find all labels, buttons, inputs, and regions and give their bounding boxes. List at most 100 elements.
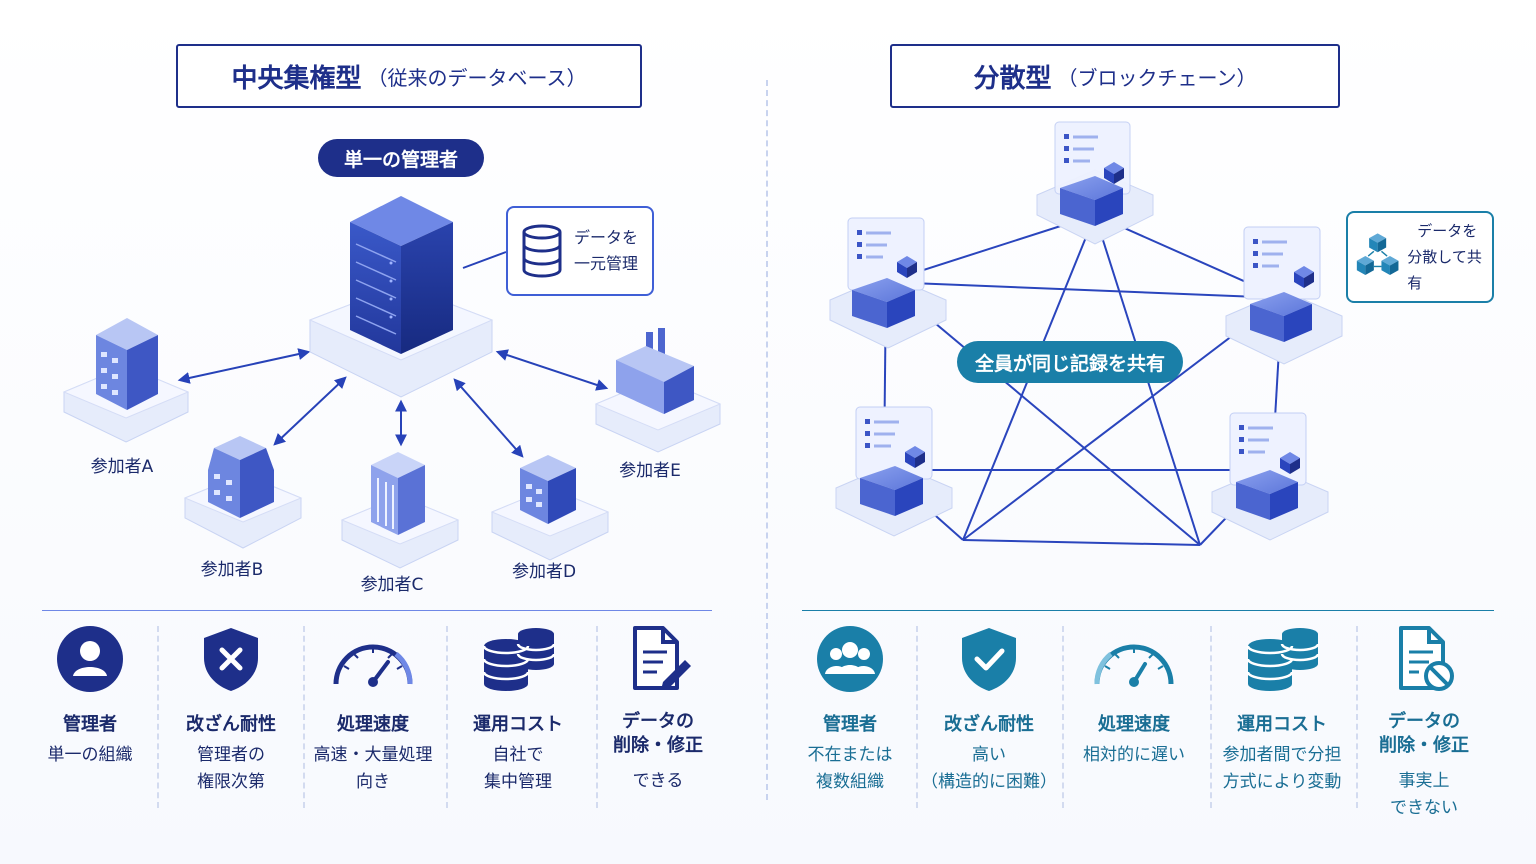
participant-c-building-icon [340,452,460,569]
distributed-cubes-icon [1356,233,1399,275]
shield-check-icon [962,628,1016,691]
metric-value: 単一の組織 [47,745,133,765]
callout-line-2: 一元管理 [574,254,639,273]
left-metric-speed: 処理速度 高速・大量処理 向き [303,624,443,796]
right-metric-admin: 管理者 不在または 複数組織 [780,624,920,796]
document-block-icon [1399,626,1454,691]
metric-value: 参加者間で分担 方式により変動 [1212,742,1352,796]
metric-label: 処理速度 [1098,714,1170,735]
right-sep-3 [1210,626,1212,808]
single-admin-badge: 単一の管理者 [318,139,484,177]
shield-x-icon [204,628,258,691]
metric-value: できる [632,771,684,791]
left-sep-3 [446,626,448,808]
metric-label: 処理速度 [337,714,409,735]
right-metrics-rule [802,610,1494,611]
participant-e-factory-icon [594,328,722,453]
blockchain-node-left-bottom [835,406,953,537]
blockchain-node-right-bottom [1211,412,1329,541]
decentralized-subtitle: （ブロックチェーン） [1057,65,1257,90]
centralized-data-callout: データを 一元管理 [506,206,654,296]
metric-label: 管理者 [823,714,877,735]
participant-b-building-icon [183,436,303,549]
decentralized-data-callout: データを 分散して共有 [1346,211,1494,303]
single-admin-label: 単一の管理者 [343,148,458,171]
right-metric-speed: 処理速度 相対的に遅い [1064,624,1204,769]
right-sep-4 [1356,626,1358,808]
metric-value: 管理者の 権限次第 [161,742,301,796]
metric-value-line-2: 複数組織 [816,772,884,792]
metric-value-line-2: 集中管理 [484,772,552,792]
metric-label: 管理者 [63,714,117,735]
metric-value-line-1: 事実上 [1398,771,1450,791]
left-sep-2 [303,626,305,808]
centralized-title-box: 中央集権型 （従来のデータベース） [176,44,642,108]
blockchain-node-left-top [829,217,947,349]
shared-record-label: 全員が同じ記録を共有 [974,352,1165,375]
metric-label-line-2: 削除・修正 [1379,735,1469,756]
blockchain-network-diagram [829,121,1343,546]
metric-label: 改ざん耐性 [944,714,1034,735]
callout-line-2-right: 分散して共有 [1407,248,1482,292]
metric-value: 不在または 複数組織 [780,742,920,796]
metric-value-line-2: 権限次第 [197,772,265,792]
participant-a-building-icon [62,318,190,443]
left-metric-cost: 運用コスト 自社で 集中管理 [448,624,588,796]
participant-a-label: 参加者A [90,457,154,477]
metric-value-line-1: 高い [972,745,1006,765]
gauge-fast-icon [333,644,413,687]
left-metric-admin: 管理者 単一の組織 [20,624,160,769]
blockchain-node-right-top [1225,226,1343,365]
metric-value: 高い （構造的に困難） [919,742,1059,796]
callout-line-1-right: データを [1417,222,1478,240]
metric-value-line-2: 向き [356,772,390,792]
left-sep-4 [596,626,598,808]
centralized-title: 中央集権型 [231,63,362,94]
database-icon [522,224,562,278]
database-stack-icon [1246,628,1320,691]
document-edit-icon [633,626,691,690]
left-metric-tamper: 改ざん耐性 管理者の 権限次第 [161,624,301,796]
left-sep-1 [157,626,159,808]
participant-b-label: 参加者B [200,560,264,580]
participant-c-label: 参加者C [360,575,424,595]
connection-arrows [177,251,609,458]
metric-value: 自社で 集中管理 [448,742,588,796]
metric-label: 運用コスト [473,714,563,735]
left-metric-edit: データの 削除・修正 できる [588,624,728,795]
shared-record-badge: 全員が同じ記録を共有 [957,341,1183,383]
metric-label: データの 削除・修正 [1354,710,1494,758]
metric-value-line-2: （構造的に困難） [921,772,1057,792]
blockchain-node-top [1036,121,1154,245]
centralized-network-diagram [62,196,722,569]
callout-line-1: データを [574,228,639,247]
metric-value-line-2: できない [1390,798,1458,818]
right-sep-1 [916,626,918,808]
participant-d-label: 参加者D [511,562,577,582]
metric-value-line-1: 管理者の [197,745,265,765]
metric-label-line-2: 削除・修正 [613,735,703,756]
server-tower-icon [350,196,453,354]
right-metric-tamper: 改ざん耐性 高い （構造的に困難） [919,624,1059,796]
participant-d-building-icon [490,455,610,561]
panel-divider [766,80,768,800]
decentralized-title-box: 分散型 （ブロックチェーン） [890,44,1340,108]
right-metric-cost: 運用コスト 参加者間で分担 方式により変動 [1212,624,1352,796]
metric-value: 高速・大量処理 向き [303,742,443,796]
metric-label: 運用コスト [1237,714,1327,735]
metric-label: 改ざん耐性 [186,714,276,735]
metric-label: データの 削除・修正 [588,710,728,758]
metric-value: 事実上 できない [1354,768,1494,822]
metric-value-line-1: 高速・大量処理 [313,745,433,765]
right-sep-2 [1062,626,1064,808]
metric-value: 相対的に遅い [1083,745,1185,765]
user-icon [57,626,123,692]
left-metrics-rule [42,610,712,611]
metric-value-line-2: 方式により変動 [1222,772,1342,792]
decentralized-title: 分散型 [973,63,1052,94]
metric-label-line-1: データの [622,711,694,732]
metric-value-line-1: 自社で [492,745,544,765]
database-stack-icon [482,628,556,691]
gauge-slow-icon [1094,644,1174,687]
right-metric-edit: データの 削除・修正 事実上 できない [1354,624,1494,822]
